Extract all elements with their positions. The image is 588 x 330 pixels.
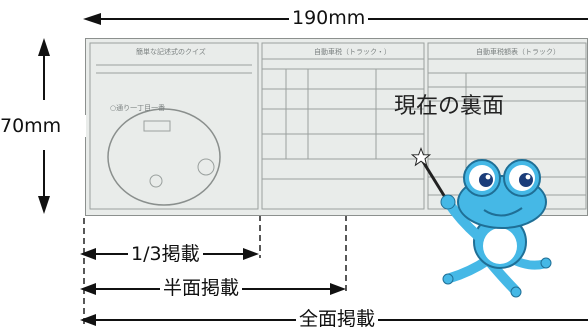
wand <box>420 159 450 203</box>
height-label: 70mm <box>0 115 86 137</box>
ticket-title-right: 自動車税額表（トラック） <box>476 48 560 56</box>
height-arrow-top-head <box>38 38 50 56</box>
frog-right-eye <box>519 173 533 187</box>
frog-mascot <box>410 147 552 298</box>
current-back-caption: 現在の裏面 <box>394 94 505 119</box>
ticket-map-label: ○通り一丁目一番 <box>110 104 166 112</box>
half-range-label: 半面掲載 <box>160 277 243 299</box>
frog-left-eye <box>479 173 493 187</box>
ticket-title-center: 自動車税（トラック・） <box>314 48 391 56</box>
third-range-label: 1/3掲載 <box>128 243 203 265</box>
width-label: 190mm <box>289 7 369 29</box>
ticket-title-left: 簡単な記述式のクイズ <box>136 48 206 56</box>
width-arrow-head <box>83 13 101 25</box>
height-arrow-bottom-head <box>38 196 50 214</box>
star-icon <box>410 147 432 167</box>
full-range-label: 全面掲載 <box>296 309 379 329</box>
